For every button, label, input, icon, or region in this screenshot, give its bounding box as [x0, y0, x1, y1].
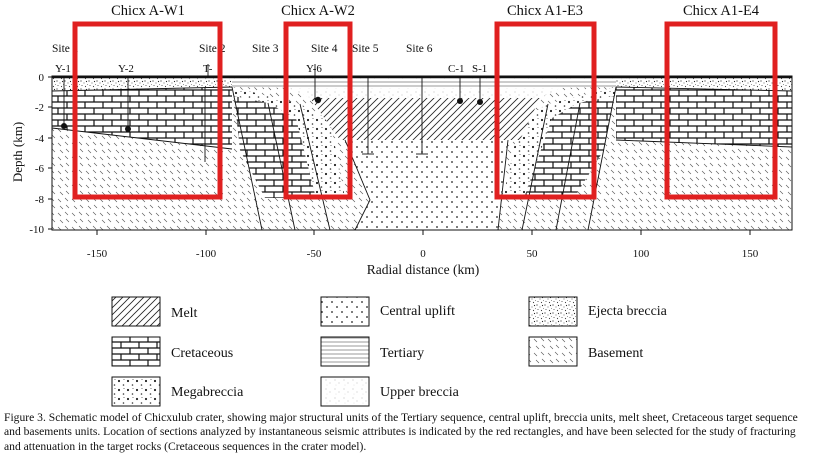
section-box-w2 [283, 21, 353, 200]
legend-swatch-basement [528, 336, 578, 367]
section-label: Chicx A1-E4 [683, 3, 760, 19]
y-tick-label: -2 [35, 102, 44, 114]
legend-swatch-tertiary [320, 336, 370, 367]
well-label: C-1 [448, 63, 465, 75]
tertiary-unit [232, 79, 616, 88]
well-labels: Y-1 Y-2 T- Y-6 C-1 S-1 [55, 63, 487, 75]
legend-swatch-megabreccia [111, 376, 161, 407]
legend-label: Ejecta breccia [588, 304, 668, 319]
site-label: Site 1 [52, 43, 79, 55]
section-box-e3 [494, 21, 597, 200]
section-box-e4 [664, 21, 778, 200]
boreholes [63, 64, 481, 155]
cretaceous-unit-east [616, 87, 792, 147]
y-tick-label: -4 [35, 133, 45, 145]
legend-label: Basement [588, 346, 643, 361]
y-tick-label: -10 [29, 224, 44, 236]
site-label: Site 4 [311, 43, 338, 55]
x-axis: -150 -100 -50 0 50 100 150 Radial distan… [87, 230, 759, 277]
x-tick-label: -150 [87, 248, 108, 260]
megabreccia-unit-west [232, 87, 345, 198]
well-label: T- [203, 63, 213, 75]
seismic-sections: Chicx A-W1 Chicx A-W2 Chicx A1-E3 Chicx … [72, 3, 778, 200]
x-tick-label: 150 [742, 248, 759, 260]
well-label: Y-2 [118, 63, 134, 75]
x-tick-label: 100 [633, 248, 650, 260]
legend-label: Upper breccia [380, 385, 460, 400]
y-tick-label: 0 [39, 72, 45, 84]
legend-label: Melt [171, 306, 198, 321]
y-axis-label: Depth (km) [10, 122, 25, 182]
y-tick-label: -6 [35, 163, 45, 175]
legend-label: Central uplift [380, 304, 455, 319]
cretaceous-unit-west [52, 87, 232, 149]
site-label: Site 3 [252, 43, 279, 55]
well-markers [61, 96, 483, 132]
figure-caption: Figure 3. Schematic model of Chicxulub c… [4, 411, 798, 453]
ejecta-breccia-unit-east [616, 77, 792, 91]
x-axis-label: Radial distance (km) [367, 262, 479, 277]
legend-swatch-cretaceous [111, 336, 161, 367]
section-box-w1 [72, 21, 223, 200]
x-tick-label: -100 [196, 248, 217, 260]
cross-section [51, 64, 793, 231]
upper-breccia-unit [290, 88, 560, 98]
section-label: Chicx A-W2 [281, 3, 355, 19]
ejecta-breccia-unit [52, 77, 232, 91]
legend-swatch-melt [111, 296, 161, 327]
y-axis: 0 -2 -4 -6 -8 -10 Depth (km) [10, 72, 52, 236]
legend: Melt Cretaceous Megabreccia Central upli… [111, 296, 668, 407]
site-label: Site 6 [406, 43, 433, 55]
section-label: Chicx A-W1 [111, 3, 185, 19]
y-tick-label: -8 [35, 194, 45, 206]
well-label: Y-1 [55, 63, 71, 75]
plot-frame [51, 75, 793, 231]
well-label: S-1 [472, 63, 487, 75]
site-labels: Site 1 Site 2 Site 3 Site 4 Site 5 Site … [52, 43, 433, 55]
x-tick-label: 50 [527, 248, 539, 260]
central-uplift-unit [345, 140, 508, 230]
legend-swatch-ejecta-breccia [528, 296, 578, 327]
legend-swatch-upper-breccia [320, 376, 370, 407]
x-tick-label: -50 [307, 248, 322, 260]
cretaceous-terrace-west [234, 96, 316, 198]
fault-lines [51, 86, 793, 231]
legend-label: Megabreccia [171, 385, 244, 400]
legend-swatch-central-uplift [320, 296, 370, 327]
legend-label: Cretaceous [171, 346, 233, 361]
melt-unit [310, 98, 540, 140]
site-label: Site 5 [352, 43, 379, 55]
section-label: Chicx A1-E3 [507, 3, 583, 19]
legend-label: Tertiary [380, 346, 424, 361]
well-label: Y-6 [306, 63, 322, 75]
x-tick-label: 0 [420, 248, 426, 260]
